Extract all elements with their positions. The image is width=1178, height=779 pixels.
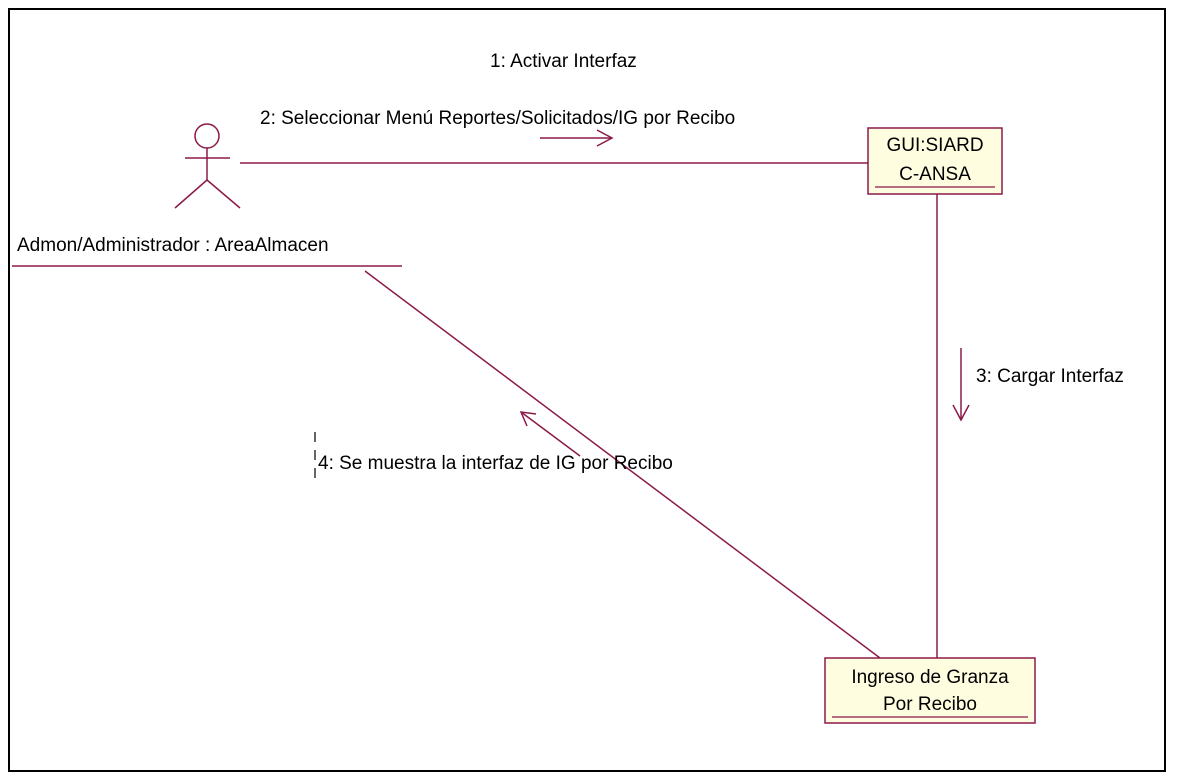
object-gui-line1: GUI:SIARD	[886, 135, 983, 156]
object-gui-siard: GUI:SIARD C-ANSA	[867, 127, 1003, 195]
message-3-label: 3: Cargar Interfaz	[976, 366, 1124, 387]
actor-label: Admon/Administrador : AreaAlmacen	[17, 235, 329, 256]
object-gui-line2: C-ANSA	[899, 164, 971, 185]
message-4-label: 4: Se muestra la interfaz de IG por Reci…	[318, 453, 673, 474]
link-actor-ingreso	[364, 270, 881, 659]
object-ingreso-line2: Por Recibo	[883, 694, 977, 715]
diagram-frame	[8, 8, 1166, 772]
message-2-label: 2: Seleccionar Menú Reportes/Solicitados…	[260, 108, 735, 129]
actor-icon	[174, 123, 241, 209]
message-2-arrow	[540, 129, 614, 147]
object-ingreso-granza: Ingreso de Granza Por Recibo	[824, 657, 1036, 724]
message-3-arrow	[952, 348, 970, 422]
message-1-label: 1: Activar Interfaz	[490, 51, 637, 72]
message-4-arrow	[519, 411, 581, 457]
object-ingreso-line1: Ingreso de Granza	[851, 667, 1009, 688]
